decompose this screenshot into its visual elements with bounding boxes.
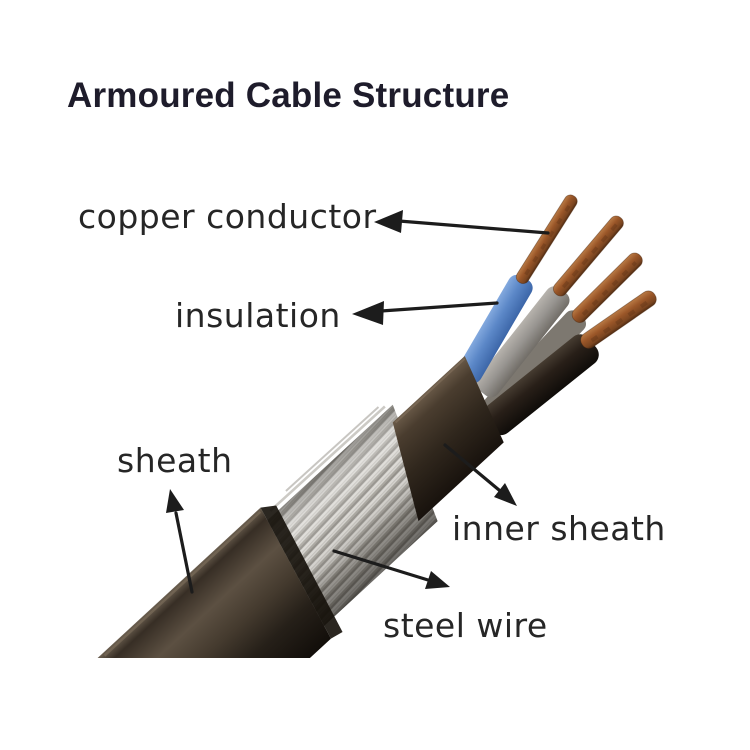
label-inner-sheath: inner sheath [452,509,666,548]
outer-sheath-cut-face [260,505,343,639]
arrow-steel-wire [332,549,450,589]
page-title: Armoured Cable Structure [67,76,510,115]
inner-sheath-shape [392,355,504,522]
label-copper-conductor: copper conductor [78,197,377,236]
core-black-insulation [482,334,599,436]
label-insulation: insulation [175,296,341,335]
stray-steel-strand [285,406,380,492]
label-steel-wire: steel wire [383,606,548,645]
copper-strand-4 [580,290,657,349]
arrow-copper-conductor [374,210,550,235]
core-gray-insulation [475,286,570,398]
outer-sheath-rim-highlight [103,511,262,657]
label-sheath: sheath [117,441,233,480]
photo-area [95,194,657,658]
stray-steel-strand [269,405,386,512]
copper-strand-1 [515,194,578,284]
inner-sheath-edge-highlight [394,358,466,424]
copper-strand-3 [571,252,643,323]
arrow-sheath [166,489,194,594]
outer-sheath-shape [95,507,331,658]
arrow-insulation [352,301,499,325]
arrow-inner-sheath [443,443,517,506]
copper-strand-2 [552,215,624,297]
core-blue-insulation [457,274,533,384]
